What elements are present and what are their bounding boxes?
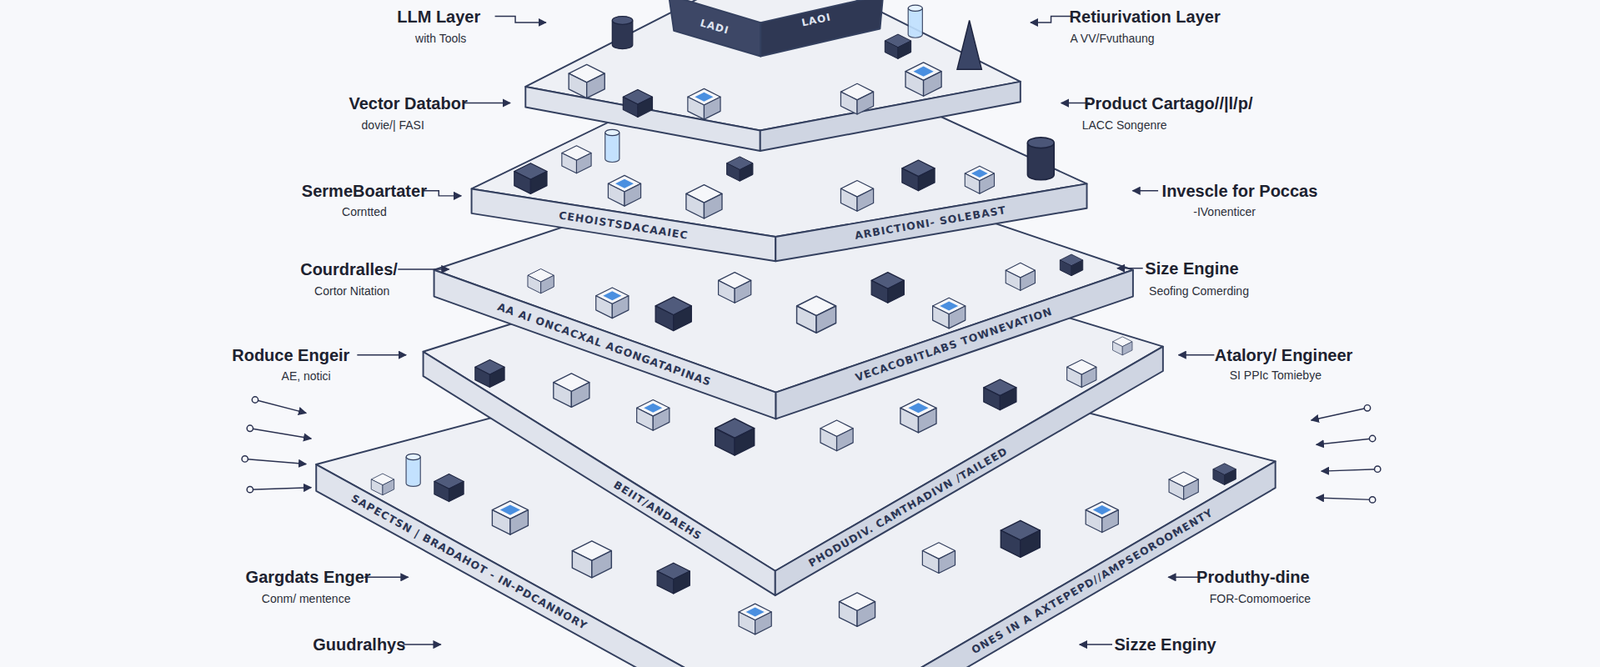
callout-title: Size Engine: [1144, 258, 1239, 278]
callout-subtitle: -IVonenticer: [1193, 205, 1256, 219]
callout-title: Guudralhys: [312, 635, 406, 655]
callout-subtitle: SI PPIc Tomiebye: [1229, 368, 1322, 382]
callout-title: SermeBoartater: [301, 180, 427, 201]
callout-subtitle: dovie/| FASI: [361, 118, 425, 132]
callout-subtitle: Cortor Nitation: [314, 284, 390, 298]
callout-title: Atalory/ Engineer: [1214, 345, 1354, 365]
callout-title: Vector Databor: [348, 93, 467, 113]
callout-subtitle: A VV/Fvuthaung: [1069, 31, 1154, 46]
callout-subtitle: Conm/ mentence: [261, 591, 352, 606]
callout-title: Retiurivation Layer: [1069, 6, 1221, 26]
plate-face: [315, 336, 1275, 667]
callout-title: LLM Layer: [396, 6, 481, 26]
plate-face: [806, 461, 1276, 667]
callout-subtitle: Corntted: [341, 205, 387, 219]
callout-title: Sizze Enginy: [1114, 635, 1217, 655]
callout-title: Gargdats Enger: [245, 567, 372, 587]
callout-subtitle: AE, notici: [281, 369, 332, 383]
callout-title: Courdralles/: [300, 259, 398, 279]
callout-subtitle: Seofing Comerding: [1148, 284, 1249, 298]
callout-subtitle: LACC Songenre: [1082, 118, 1168, 132]
top-block: LADILAOI: [663, 0, 888, 61]
callout-subtitle: FOR-Comomoerice: [1209, 591, 1311, 606]
plate-face: [760, 0, 883, 56]
callout-title: Roduce Engeir: [231, 345, 350, 365]
block-shape: [663, 0, 888, 61]
callout-title: Product Cartago//|l/p/: [1083, 93, 1253, 113]
callout-title: Produthy-dine: [1196, 567, 1310, 587]
callout-title: Invescle for Poccas: [1162, 180, 1319, 201]
callout-subtitle: with Tools: [415, 31, 467, 46]
plate-face: [668, 0, 761, 56]
